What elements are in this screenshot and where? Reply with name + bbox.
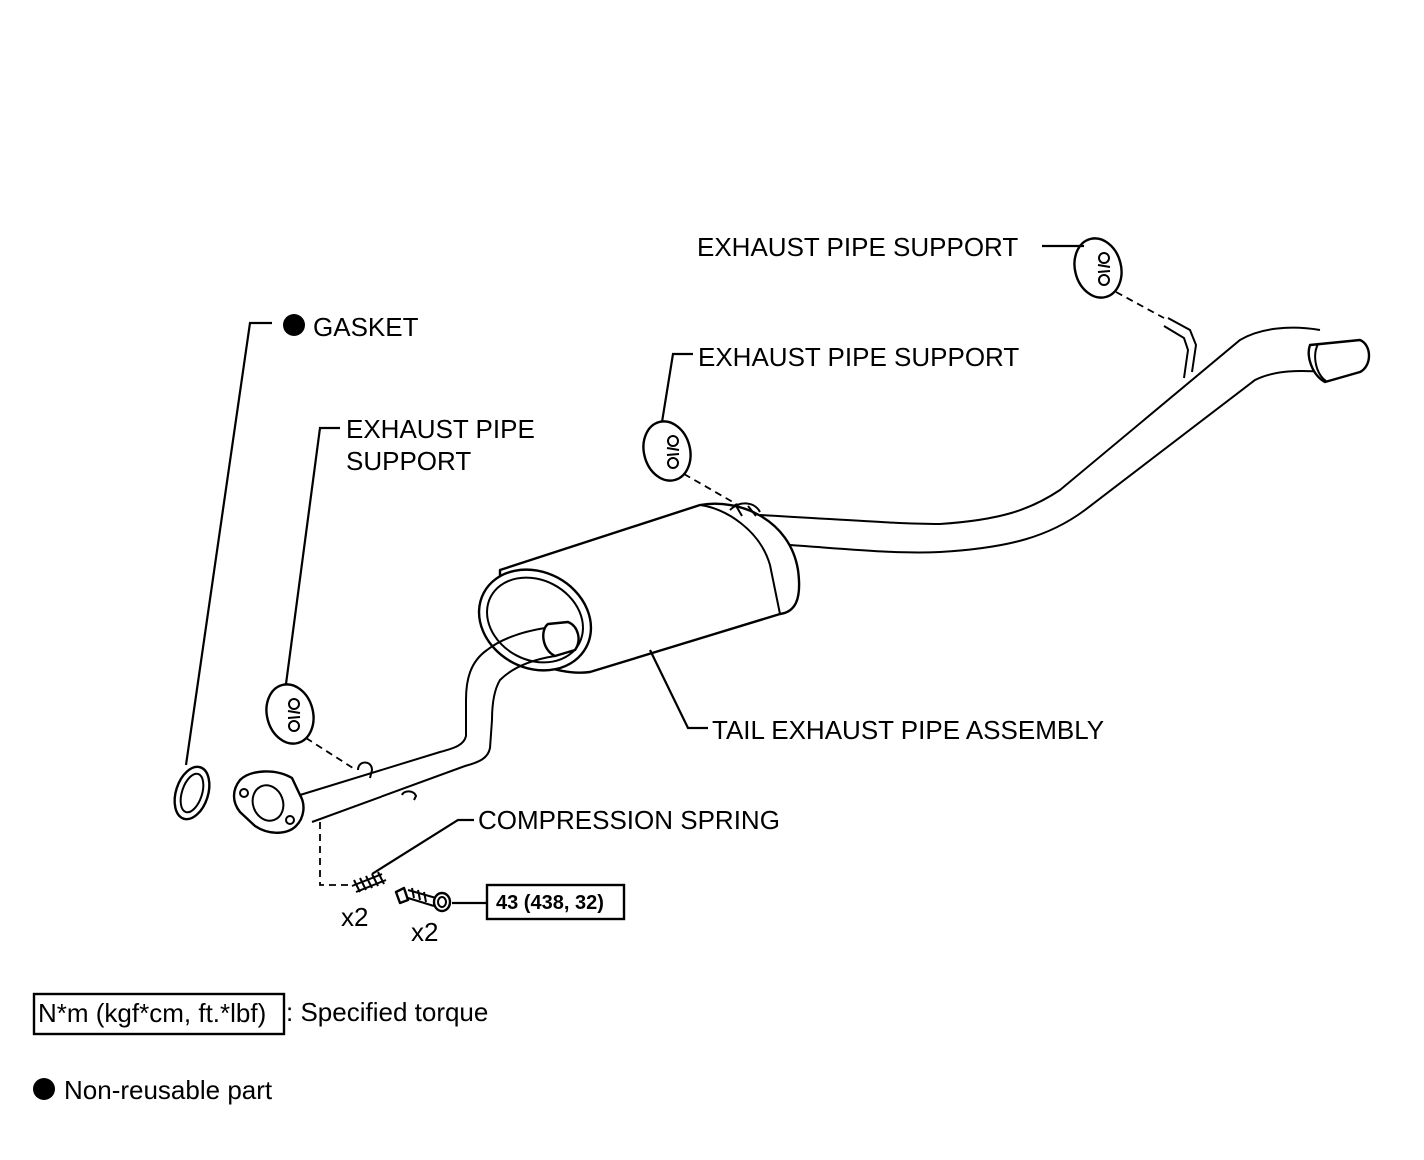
leader-tail-pipe xyxy=(649,649,708,730)
label-spring-qty: x2 xyxy=(341,902,368,932)
assembly-line-spring xyxy=(319,822,352,886)
exhaust-pipe-support-top xyxy=(1073,237,1123,299)
nonreusable-dot-icon xyxy=(283,314,305,336)
front-pipe-upper xyxy=(299,627,546,796)
label-support-left-line1: EXHAUST PIPE xyxy=(346,414,535,444)
muffler-inlet-pipe xyxy=(542,620,580,658)
bolt xyxy=(394,886,452,913)
label-tail-pipe-assembly: TAIL EXHAUST PIPE ASSEMBLY xyxy=(712,715,1104,745)
assembly-line-mid-support xyxy=(683,473,739,506)
muffler-hanger xyxy=(729,502,761,517)
label-support-top: EXHAUST PIPE SUPPORT xyxy=(697,232,1018,262)
label-bolt-qty: x2 xyxy=(411,917,438,947)
legend-torque-desc: : Specified torque xyxy=(286,997,488,1027)
assembly-line-top-support xyxy=(1115,291,1165,319)
compression-spring xyxy=(351,871,387,893)
rear-pipe-upper xyxy=(759,326,1321,526)
front-pipe-lower xyxy=(311,655,556,823)
leader-support-left xyxy=(284,426,340,685)
tail-pipe-tip xyxy=(1307,338,1371,384)
legend-nonreusable-desc: Non-reusable part xyxy=(64,1075,273,1105)
label-compression-spring: COMPRESSION SPRING xyxy=(478,805,780,835)
front-hanger-rod xyxy=(357,761,374,779)
hanger-rod-rear xyxy=(1167,317,1198,373)
exhaust-pipe-support-left xyxy=(265,683,315,745)
legend-torque-box xyxy=(32,992,286,1036)
leader-gasket xyxy=(184,321,272,766)
label-support-mid: EXHAUST PIPE SUPPORT xyxy=(698,342,1019,372)
gasket xyxy=(173,765,211,821)
assembly-line-left-support xyxy=(305,737,357,771)
label-support-left-line2: SUPPORT xyxy=(346,446,471,476)
tail-exhaust-pipe-assembly xyxy=(232,317,1371,834)
torque-value: 43 (438, 32) xyxy=(496,892,604,914)
leader-support-mid xyxy=(660,352,693,423)
rear-pipe-lower xyxy=(789,369,1326,554)
leader-spring xyxy=(371,818,474,875)
legend-nonreusable-icon xyxy=(33,1078,55,1100)
torque-box xyxy=(485,883,626,921)
label-gasket: GASKET xyxy=(313,312,419,342)
legend-torque-units: N*m (kgf*cm, ft.*lbf) xyxy=(38,998,266,1028)
exhaust-pipe-support-mid xyxy=(642,420,692,482)
